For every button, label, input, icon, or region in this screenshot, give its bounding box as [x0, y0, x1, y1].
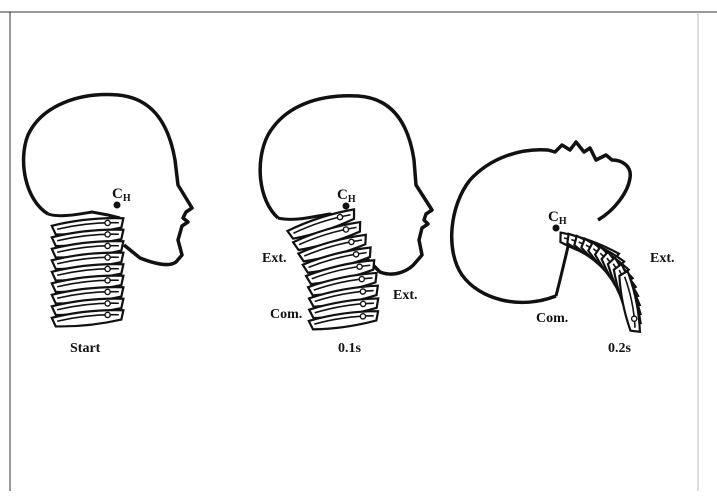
spine-start: [52, 216, 125, 329]
ext-label-0-2s: Ext.: [650, 251, 675, 266]
panel-0-2s: CH Ext. Com. 0.2s: [452, 142, 675, 356]
caption-start: Start: [70, 341, 101, 356]
cog-label-0-1s: CH: [337, 187, 356, 205]
ext-label-lower: Ext.: [393, 288, 418, 303]
com-label-0-2s: Com.: [536, 311, 568, 326]
caption-0-2s: 0.2s: [608, 341, 632, 356]
cog-label-0-2s: CH: [548, 209, 567, 227]
cog-label-start: CH: [112, 186, 131, 204]
head-outline-0-2s: [452, 142, 631, 302]
caption-0-1s: 0.1s: [338, 341, 362, 356]
panel-0-1s: CH Ext. Ext. Com. 0.1s: [260, 96, 432, 356]
spine-0-2s: [557, 230, 643, 334]
cog-dot-start: [114, 202, 121, 209]
com-label-0-1s: Com.: [270, 307, 302, 322]
ext-label-upper: Ext.: [262, 251, 287, 266]
panel-start: CH Start: [24, 95, 192, 356]
